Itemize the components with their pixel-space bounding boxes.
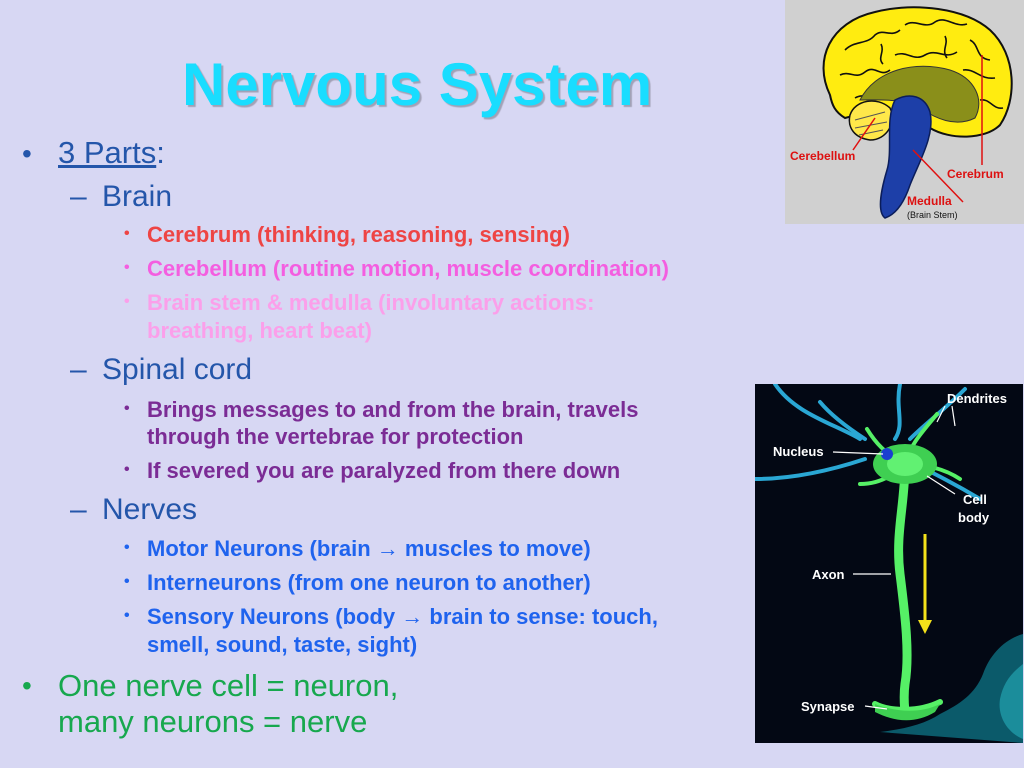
sub-bullet-marker: • [124, 259, 130, 276]
sub-bullet-marker: • [124, 573, 130, 590]
synapse-label: Synapse [801, 699, 854, 714]
cell-label: Cell [963, 492, 987, 507]
sub-bullet-marker: • [124, 461, 130, 478]
bullet-marker: • [22, 138, 32, 169]
cerebellum-item: Cerebellum (routine motion, muscle coord… [147, 256, 669, 281]
brain-diagram-image: Cerebellum Cerebrum Medulla (Brain Stem) [785, 0, 1024, 224]
sub-bullet-marker: • [124, 400, 130, 417]
sub-bullet-marker: • [124, 539, 130, 556]
brain-stem-item-line2: breathing, heart beat) [147, 318, 372, 343]
brain-heading: Brain [102, 180, 173, 213]
summary-line1: One nerve cell = neuron, [58, 668, 399, 703]
sub-bullet-marker: • [124, 225, 130, 242]
dendrites-label: Dendrites [947, 391, 1007, 406]
dash-marker: – [70, 493, 87, 526]
parts-colon: : [156, 135, 165, 170]
sub-bullet-marker: • [124, 293, 130, 310]
sensory-neurons-item-line1: Sensory Neurons (body → brain to sense: … [147, 604, 658, 629]
interneurons-item: Interneurons (from one neuron to another… [147, 570, 591, 595]
cerebrum-label: Cerebrum [947, 167, 1004, 181]
motor-neurons-item: Motor Neurons (brain → muscles to move) [147, 536, 591, 561]
dash-marker: – [70, 180, 87, 213]
sensory-neurons-item-line2: smell, sound, taste, sight) [147, 632, 418, 657]
dash-marker: – [70, 353, 87, 386]
axon-label: Axon [812, 567, 845, 582]
spinal-item-1-line2: through the vertebrae for protection [147, 424, 524, 449]
bullet-marker: • [22, 670, 32, 701]
parts-label[interactable]: 3 Parts [58, 135, 157, 170]
cerebellum-label: Cerebellum [790, 149, 855, 163]
medulla-label: Medulla [907, 194, 952, 208]
body-label: body [958, 510, 990, 525]
brain-stem-item-line1: Brain stem & medulla (involuntary action… [147, 290, 595, 315]
neuron-diagram-image: Dendrites Nucleus Cell body Axon Synapse [755, 384, 1023, 743]
slide-title: Nervous System [182, 51, 653, 118]
nerves-heading: Nerves [102, 493, 198, 526]
spinal-cord-heading: Spinal cord [102, 353, 253, 386]
cerebrum-item: Cerebrum (thinking, reasoning, sensing) [147, 222, 570, 247]
summary-line2: many neurons = nerve [58, 704, 368, 739]
brain-stem-label: (Brain Stem) [907, 210, 958, 220]
parts-heading: 3 Parts: [58, 135, 165, 171]
spinal-item-1-line1: Brings messages to and from the brain, t… [147, 397, 639, 422]
sub-bullet-marker: • [124, 607, 130, 624]
nucleus-label: Nucleus [773, 444, 824, 459]
spinal-item-2: If severed you are paralyzed from there … [147, 458, 621, 483]
